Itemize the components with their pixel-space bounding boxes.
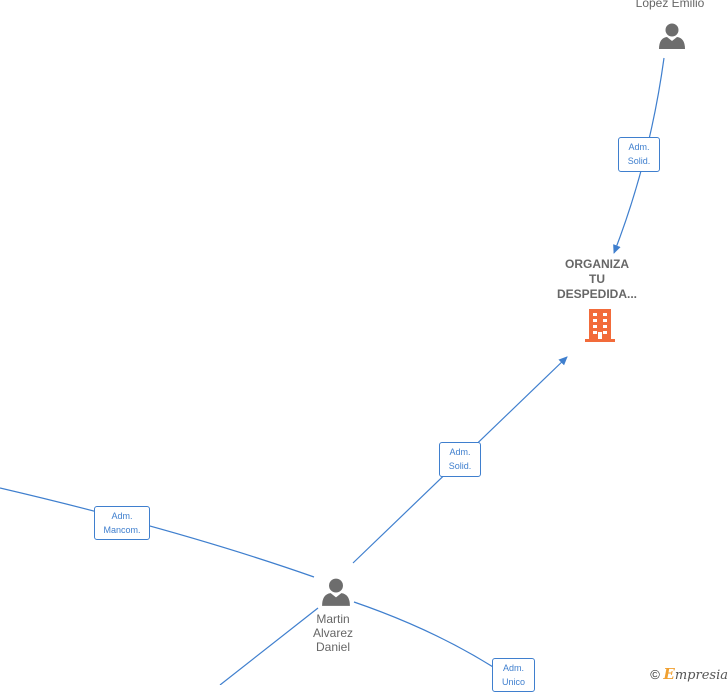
copyright-symbol: © xyxy=(650,667,660,682)
edge-label-line-2: Mancom. xyxy=(103,525,141,535)
building-icon[interactable] xyxy=(584,308,616,342)
edge-label-line-1: Adm. xyxy=(628,142,650,152)
edge-label-line-2: Solid. xyxy=(448,461,472,471)
edge-label-line-1: Adm. xyxy=(449,447,471,457)
edge-label-line-1: Adm. xyxy=(111,511,133,521)
empresia-logo: Empresia xyxy=(663,665,728,683)
edge-martin-bottom xyxy=(219,607,319,685)
person-icon[interactable] xyxy=(321,577,351,607)
company-label[interactable]: ORGANIZA TU DESPEDIDA... xyxy=(537,257,657,302)
empresia-credit[interactable]: © Empresia xyxy=(650,665,728,683)
edge-label-line-1: Adm. xyxy=(502,663,524,673)
company-label-line-3: DESPEDIDA... xyxy=(556,287,637,301)
edge-label-martin-left[interactable]: Adm. Mancom. xyxy=(94,506,150,540)
person-label-martin[interactable]: Martin Alvarez Daniel xyxy=(293,612,373,654)
person-icon[interactable] xyxy=(658,22,686,50)
edge-label-martin-right[interactable]: Adm. Unico xyxy=(492,658,535,692)
edge-label-line-2: Unico xyxy=(501,677,525,687)
edge-label-lopez-company[interactable]: Adm. Solid. xyxy=(618,137,660,172)
edge-label-martin-company[interactable]: Adm. Solid. xyxy=(439,442,481,477)
company-label-line-1: ORGANIZA xyxy=(565,257,629,271)
person-label-line-2: Alvarez xyxy=(312,626,353,640)
person-label-line-1: Martin xyxy=(316,612,350,626)
edge-martin-left xyxy=(0,487,315,578)
person-label-line-3: Daniel xyxy=(315,640,351,654)
company-label-line-2: TU xyxy=(589,272,605,286)
person-label-lopez[interactable]: Lopez Emilio xyxy=(635,0,705,10)
edge-label-line-2: Solid. xyxy=(627,156,651,166)
